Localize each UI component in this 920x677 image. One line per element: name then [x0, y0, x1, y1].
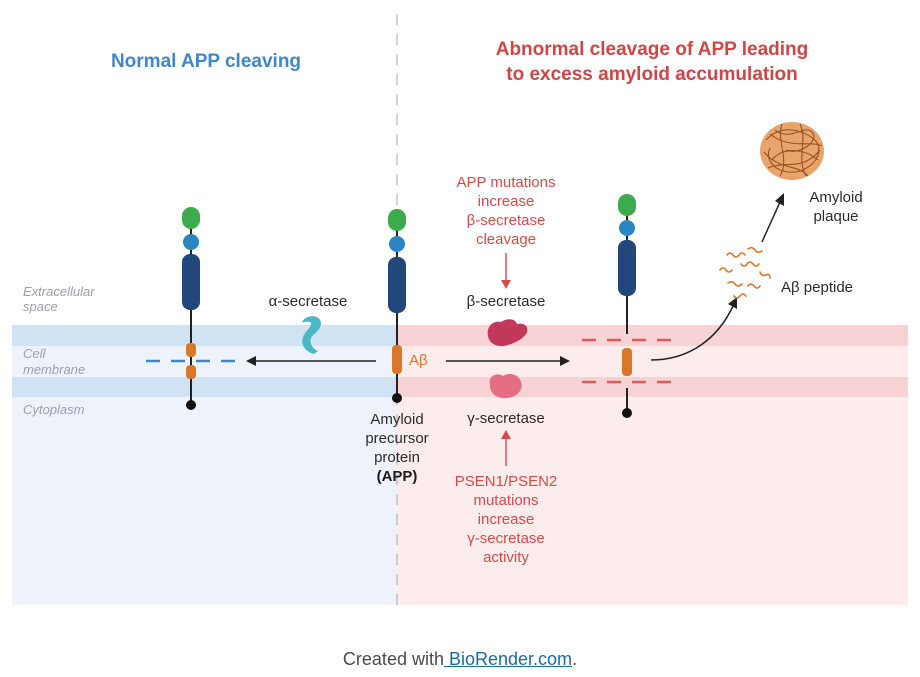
release-arrow-head [728, 297, 737, 309]
biorender-link[interactable]: BioRender.com [443, 649, 573, 669]
green-domain [182, 207, 200, 229]
alpha-cleaved-app [146, 207, 240, 410]
app-mutations-line2: increase [478, 193, 535, 210]
beta-secretase-enzyme [487, 319, 528, 347]
alpha-secretase-enzyme [302, 316, 321, 354]
abeta-peptides [719, 246, 771, 299]
app-mutations-line4: cleavage [476, 231, 536, 248]
dark-blue-domain [388, 257, 406, 313]
alpha-arrow-head [246, 356, 256, 366]
app-mutations-arrow-head [501, 280, 511, 289]
membrane-inner-leaflet-right [397, 377, 908, 397]
light-blue-domain [183, 234, 199, 250]
membrane-outer-leaflet-right [397, 325, 908, 346]
peptide [740, 261, 760, 267]
gamma-secretase-enzyme [489, 374, 522, 399]
cytoplasm-label: Cytoplasm [23, 402, 85, 417]
peptide [747, 283, 761, 289]
extracellular-label-line2: space [23, 299, 58, 314]
peptide [733, 293, 747, 299]
app-label-line2: precursor [365, 430, 428, 447]
credit-suffix: . [572, 649, 578, 669]
abeta-segment-upper [186, 343, 196, 357]
abnormal-title-line1: Abnormal cleavage of APP leading [496, 39, 809, 60]
intact-app [388, 209, 406, 403]
peptide [747, 246, 763, 254]
app-label-line1: Amyloid [370, 411, 423, 428]
abeta-peptide-label: Aβ peptide [781, 279, 853, 296]
membrane-label-line1: Cell [23, 346, 47, 361]
c-terminus-dot [622, 408, 632, 418]
credit-line: Created with BioRender.com. [0, 649, 920, 670]
app-label-line4: (APP) [377, 468, 418, 485]
dark-blue-domain [182, 254, 200, 310]
light-blue-domain [619, 220, 635, 236]
plaque-arrow-line [761, 201, 781, 243]
peptide [719, 267, 733, 273]
plaque-fibrils [763, 123, 823, 177]
dark-blue-domain [618, 240, 636, 296]
gamma-secretase-label: γ-secretase [467, 410, 545, 427]
extracellular-label-line1: Extracellular [23, 284, 95, 299]
membrane-inner-leaflet-left [12, 377, 397, 397]
app-mutations-line1: APP mutations [457, 174, 556, 191]
credit-prefix: Created with [342, 649, 444, 669]
amyloid-plaque [760, 122, 824, 180]
psen-line4: γ-secretase [467, 530, 545, 547]
beta-gamma-arrow-head [560, 356, 570, 366]
beta-secretase-label: β-secretase [467, 293, 546, 310]
abnormal-panel-background [397, 325, 908, 605]
green-domain [388, 209, 406, 231]
abeta-segment-lower [186, 365, 196, 379]
peptide [759, 271, 771, 279]
app-label-line3: protein [374, 449, 420, 466]
abeta-fragment [622, 348, 632, 376]
release-arrow-line [650, 305, 734, 361]
abeta-label: Aβ [409, 352, 428, 369]
abnormal-title-line2: to excess amyloid accumulation [506, 64, 797, 85]
psen-line1: PSEN1/PSEN2 [455, 473, 558, 490]
normal-panel-background [12, 325, 397, 605]
green-domain [618, 194, 636, 216]
peptide [726, 252, 746, 258]
c-terminus-dot [392, 393, 402, 403]
app-mutations-line3: β-secretase [467, 212, 546, 229]
light-blue-domain [389, 236, 405, 252]
peptide [727, 280, 743, 287]
abeta-domain [392, 345, 402, 374]
c-terminus-dot [186, 400, 196, 410]
cell-membrane [12, 325, 908, 397]
psen-arrow-head [501, 430, 511, 439]
plaque-label-line2: plaque [813, 208, 858, 225]
normal-title: Normal APP cleaving [111, 51, 301, 72]
psen-line5: activity [483, 549, 529, 566]
psen-line2: mutations [473, 492, 538, 509]
membrane-label-line2: membrane [23, 362, 85, 377]
plaque-label-line1: Amyloid [809, 189, 862, 206]
membrane-outer-leaflet-left [12, 325, 397, 346]
plaque-arrow-head [775, 193, 784, 206]
beta-gamma-cleaved-app [582, 194, 672, 418]
alpha-secretase-label: α-secretase [269, 293, 348, 310]
psen-line3: increase [478, 511, 535, 528]
